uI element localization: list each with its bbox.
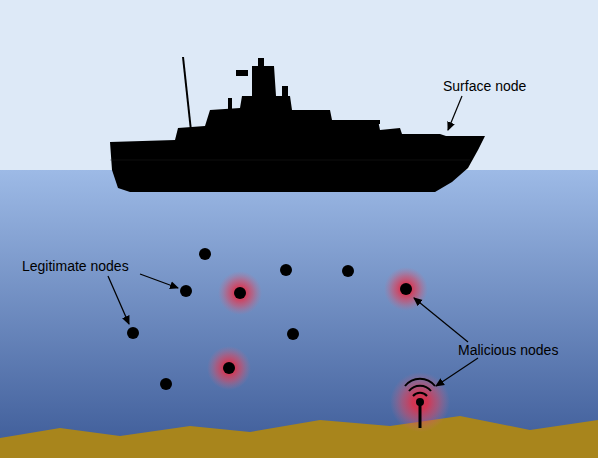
callout-label: Malicious nodes [458,342,558,358]
seabed-transmitter [405,379,435,428]
water [0,170,598,458]
malicious-node-glows [207,267,450,432]
sensor-nodes [127,248,412,390]
callout-label: Legitimate nodes [22,258,129,274]
ship-silhouette [110,57,485,192]
leader-arrows [108,96,478,386]
hull-line [110,160,470,161]
callout-label: Surface node [443,78,526,94]
seabed [0,416,598,458]
